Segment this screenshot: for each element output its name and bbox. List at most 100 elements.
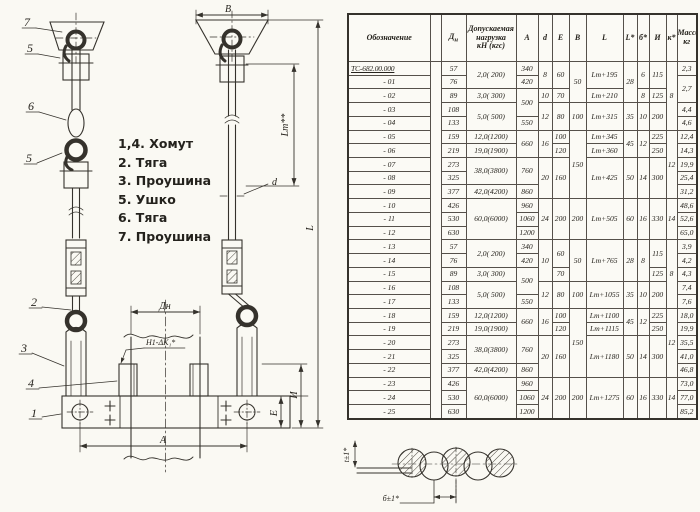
cell-A: 420 [515,74,539,90]
cell-E: 160 [551,157,570,200]
cell-des: - 01 [347,74,431,90]
cell-A: 1060 [515,211,539,227]
cell-bs: 10 [636,102,650,131]
dim-label-B: В [225,4,231,15]
cell-mass: 4,6 [676,115,698,131]
cell-A: 1060 [515,390,539,405]
cell-dn: 89 [440,266,467,282]
cell-des: - 10 [347,198,431,213]
cell-dn: 219 [440,321,467,337]
cell-des: - 06 [347,143,431,159]
cell-dn: 325 [440,170,467,186]
cell-Ls: 60 [622,198,638,241]
turnbuckle [221,239,243,295]
cell-A: 550 [515,115,539,131]
cell-I: 330 [648,198,667,241]
cell-des: - 15 [347,266,431,282]
cell-load: 60,0(6000) [465,198,517,241]
cell-des: - 09 [347,184,431,200]
cell-E: 80 [551,102,570,131]
col-header-B: В [568,13,587,62]
cell-load: 42,0(4200) [465,184,517,200]
cell-dn: 219 [440,143,467,159]
cell-mass: 4,4 [676,102,698,117]
cell-load: 12,0(1200) [465,129,517,145]
cell-dn: 76 [440,253,467,268]
cell-mass: 35,5 [676,335,698,351]
cell-mass: 14,3 [676,143,698,159]
cell-des: - 16 [347,280,431,296]
cell-E: 200 [551,376,570,420]
cell-dn: 377 [440,184,467,200]
col-header-E: Е [551,13,570,62]
cell-mass: 2,3 [676,61,698,76]
part-leaders [18,27,118,420]
dimension-lines [79,9,324,453]
chain-link [67,108,85,138]
cell-dn: 76 [440,74,467,90]
cell-Ls: 45 [622,129,638,159]
cell-k: 14 [665,198,678,241]
cell-A: 860 [515,362,539,378]
legend-item: 3. Проушина [118,173,212,189]
cell-load: 42,0(4200) [465,362,517,378]
cell-load: 60,0(6000) [465,376,517,420]
cell-E: 60 [551,239,570,268]
cell-I: 115 [648,239,667,268]
col-header-bs: б* [636,13,650,62]
cell-d: 24 [537,376,553,420]
cell-mass: 31,2 [676,184,698,200]
cell-A: 500 [515,88,539,117]
pipe-clamp-base [61,299,291,473]
cell-bs: 10 [636,280,650,309]
legend-item: 6. Тяга [118,210,168,226]
legend-item: 7. Проушина [118,228,212,244]
cell-E: 100 [551,129,570,145]
cell-bs: 16 [636,376,650,420]
cell-load: 38,0(3800) [465,335,517,364]
eye-loop [235,304,259,328]
cell-bs: 16 [636,198,650,241]
cell-Ls: 45 [622,307,638,337]
cell-B: 50 [568,239,587,282]
cell-mass: 7,4 [676,280,698,296]
cell-A: 500 [515,266,539,296]
cell-dn: 57 [440,239,467,255]
cell-load: 19,0(1900) [465,321,517,337]
cell-load: 12,0(1200) [465,307,517,323]
col-header-load: Допускаемая нагрузка кН (кгс) [465,13,517,62]
cell-B: 50 [568,60,587,104]
cell-d: 12 [537,102,553,131]
part-label-5b: 5 [26,151,32,165]
cell-mass: 25,4 [676,170,698,186]
cell-mass: 4,2 [676,253,698,268]
cell-Ls: 28 [622,60,638,104]
cell-k: 12 [665,307,678,378]
cell-des: ТС-682.00.000 [347,61,431,76]
cell-L: Lт+1115 [585,321,624,337]
cell-load: 3,0( 300) [465,266,517,282]
cell-d: 20 [537,335,553,378]
right-hanger-drawing [195,10,269,397]
cell-E: 160 [551,335,570,378]
cell-mass: 3,9 [676,239,698,255]
cell-k: 12 [665,129,678,200]
cell-dn: 530 [440,211,467,227]
eye-loop [65,29,87,51]
cell-d: 16 [537,129,553,159]
cell-B: 100 [568,280,587,309]
cell-Ls: 28 [622,239,638,282]
cell-k: 8 [665,239,678,309]
cell-mass: 18,0 [676,307,698,323]
